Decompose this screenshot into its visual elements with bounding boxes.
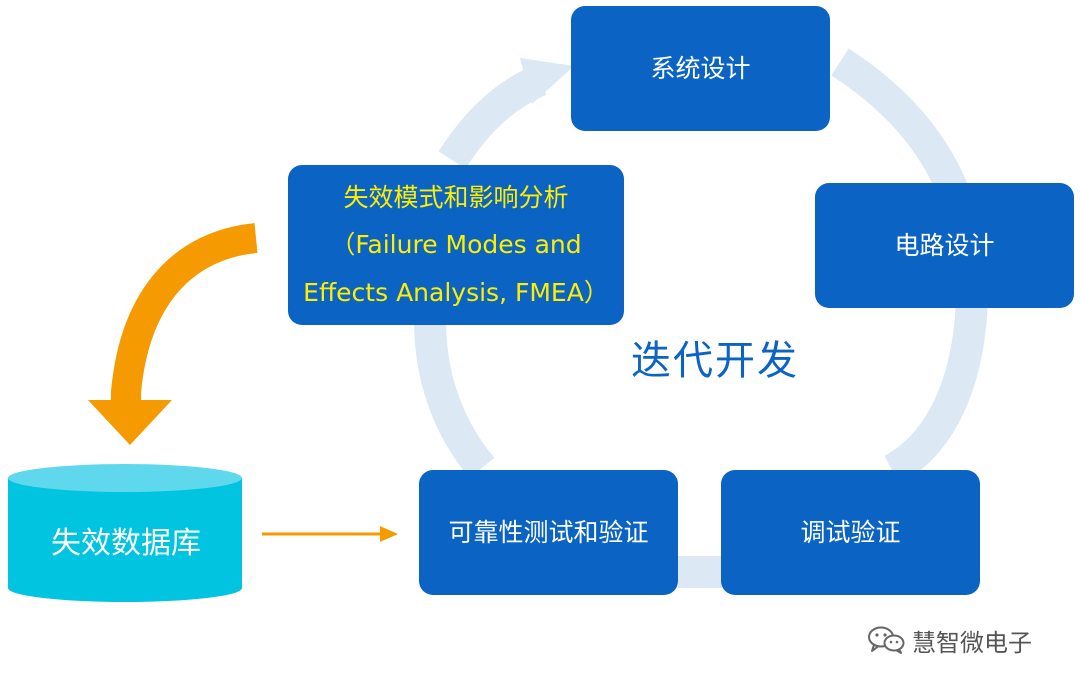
watermark: 慧智微电子 <box>866 622 1032 658</box>
database-to-reliability-arrow <box>262 526 398 542</box>
cycle-arrowhead <box>520 58 574 104</box>
debug-verify-label: 调试验证 <box>800 517 901 547</box>
system-design-node: 系统设计 <box>571 6 830 131</box>
watermark-text: 慧智微电子 <box>912 628 1032 657</box>
circuit-design-node: 电路设计 <box>815 183 1074 308</box>
fmea-label-line2: （Failure Modes and <box>330 230 582 260</box>
wechat-icon <box>868 626 905 654</box>
debug-verify-node: 调试验证 <box>721 470 980 595</box>
iterative-development-label: 迭代开发 <box>631 338 799 384</box>
fmea-label-line3: Effects Analysis, FMEA） <box>303 277 609 307</box>
reliability-test-node: 可靠性测试和验证 <box>419 470 678 595</box>
fmea-node: 失效模式和影响分析 （Failure Modes and Effects Ana… <box>288 165 624 325</box>
fmea-to-database-arrow <box>88 223 258 445</box>
failure-database-label: 失效数据库 <box>51 526 201 561</box>
reliability-test-label: 可靠性测试和验证 <box>448 517 649 547</box>
system-design-label: 系统设计 <box>650 53 751 83</box>
failure-database-cylinder <box>8 464 242 602</box>
fmea-label-line1: 失效模式和影响分析 <box>343 182 569 212</box>
circuit-design-label: 电路设计 <box>894 230 995 260</box>
